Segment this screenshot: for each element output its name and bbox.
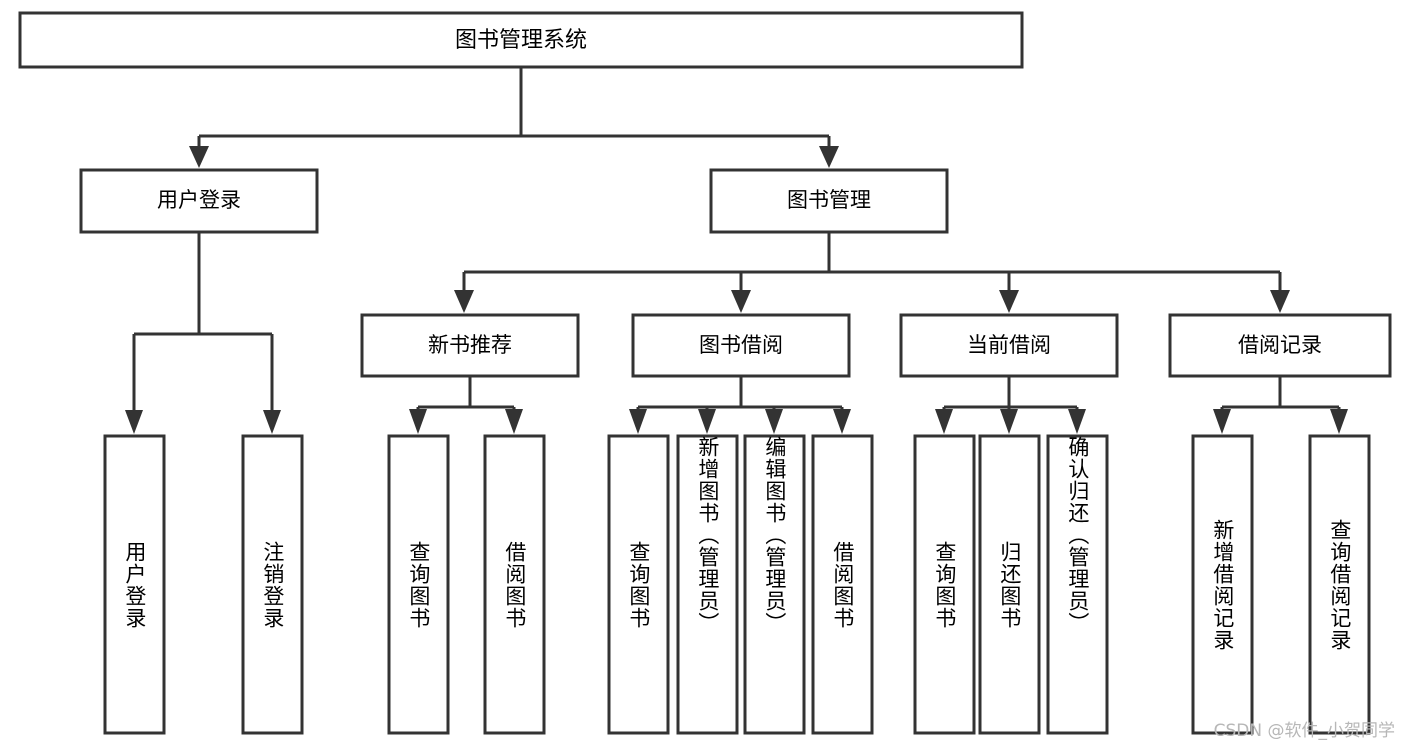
leaf-box-add-book[interactable]	[676, 434, 739, 735]
leaf-boxes	[103, 434, 1371, 735]
leaf-box-borrow-book[interactable]	[811, 434, 874, 735]
arrow-head-borrow-book	[731, 290, 751, 313]
edge-group-current-borrow	[935, 376, 1086, 434]
node-new-book-recommend[interactable]: 新书推荐	[360, 313, 580, 378]
node-current-borrow[interactable]: 当前借阅	[899, 313, 1119, 378]
node-user-login[interactable]: 用户登录	[79, 168, 319, 234]
node-current-borrow-label: 当前借阅	[967, 333, 1051, 357]
node-user-login-box	[79, 168, 319, 234]
node-root-box	[18, 11, 1024, 69]
node-book-management[interactable]: 图书管理	[709, 168, 949, 234]
arrow-head-newbook-borrow	[505, 409, 523, 434]
arrow-head-currentborrow-confirm	[1068, 409, 1086, 434]
arrow-head-borrow-record	[1270, 290, 1290, 313]
node-current-borrow-box	[899, 313, 1119, 378]
edge-group-user-login	[125, 232, 281, 434]
arrow-head-user-login	[189, 146, 209, 168]
leaf-box-logout[interactable]	[241, 434, 304, 735]
leaf-box-newbook-borrow[interactable]	[483, 434, 546, 735]
node-book-borrow-box	[631, 313, 851, 378]
arrow-head-currentborrow-return	[1000, 409, 1018, 434]
leaf-box-return-book[interactable]	[978, 434, 1041, 735]
node-book-management-box	[709, 168, 949, 234]
arrow-head-borrowbook-edit	[765, 409, 783, 434]
node-user-login-label: 用户登录	[157, 188, 241, 212]
leaf-box-user-login[interactable]	[103, 434, 166, 735]
node-book-borrow-label: 图书借阅	[699, 333, 783, 357]
arrow-head-current-borrow	[999, 290, 1019, 313]
node-borrow-record-box	[1168, 313, 1392, 378]
leaf-box-current-query[interactable]	[913, 434, 976, 735]
arrow-head-leaf-user-login	[125, 410, 143, 434]
edge-group-root	[189, 67, 839, 168]
arrow-head-borrowbook-add	[698, 409, 716, 434]
node-new-book-recommend-label: 新书推荐	[428, 333, 512, 357]
node-root-label: 图书管理系统	[455, 28, 587, 53]
leaf-box-confirm-return[interactable]	[1046, 434, 1109, 735]
arrow-head-currentborrow-query	[935, 409, 953, 434]
arrow-head-borrowrecord-add	[1213, 409, 1231, 434]
leaf-box-query-record[interactable]	[1308, 434, 1371, 735]
node-borrow-record[interactable]: 借阅记录	[1168, 313, 1392, 378]
arrow-head-leaf-logout	[263, 410, 281, 434]
edge-group-borrow-book	[629, 376, 851, 434]
leaf-box-borrow-query[interactable]	[607, 434, 670, 735]
leaf-box-add-record[interactable]	[1191, 434, 1254, 735]
arrow-head-borrowbook-query	[629, 409, 647, 434]
leaf-box-newbook-query[interactable]	[387, 434, 450, 735]
arrow-head-book-mgmt	[819, 146, 839, 168]
node-book-borrow[interactable]: 图书借阅	[631, 313, 851, 378]
node-book-management-label: 图书管理	[787, 188, 871, 212]
node-borrow-record-label: 借阅记录	[1238, 333, 1322, 357]
edge-group-book-mgmt	[454, 232, 1290, 313]
arrow-head-borrowbook-borrow	[833, 409, 851, 434]
edge-group-new-book	[409, 376, 523, 434]
node-new-book-recommend-box	[360, 313, 580, 378]
leaf-box-edit-book[interactable]	[743, 434, 806, 735]
arrow-head-newbook-query	[409, 409, 427, 434]
arrow-head-new-book	[454, 290, 474, 313]
node-root-system[interactable]: 图书管理系统	[18, 11, 1024, 69]
edge-group-borrow-record	[1213, 376, 1348, 434]
csdn-watermark: CSDN @软件_小贺同学	[1213, 721, 1395, 741]
arrow-head-borrowrecord-query	[1330, 409, 1348, 434]
